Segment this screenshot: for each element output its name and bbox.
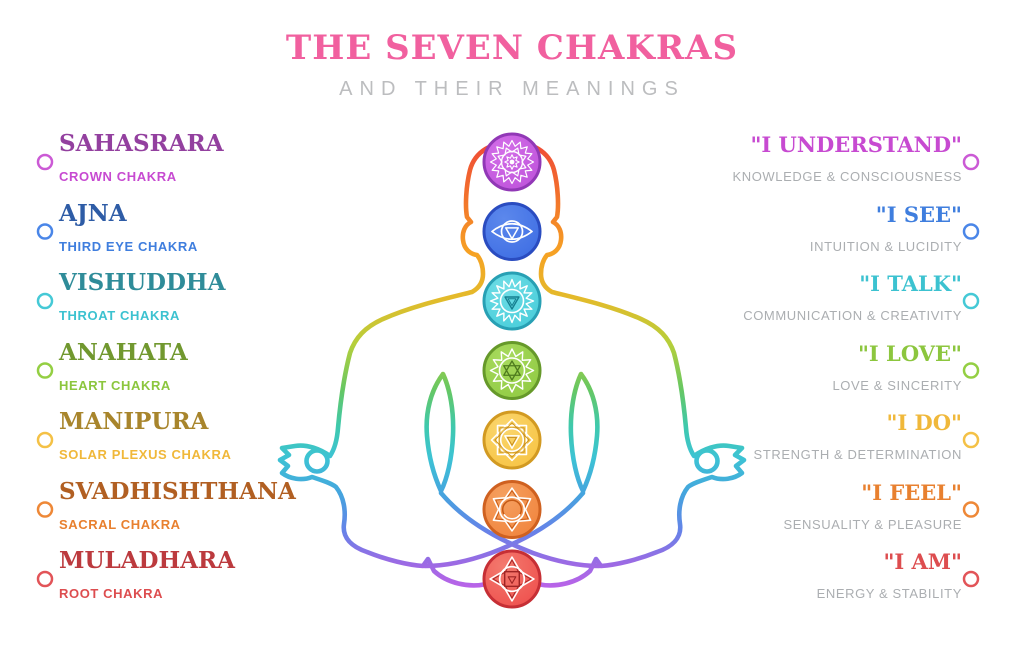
line-end-dot-left-anahata: [36, 362, 54, 379]
figure-arm-gap-left: [424, 371, 456, 494]
line-end-dot-right-anahata: [962, 362, 980, 379]
chakra-medallion-muladhara: [482, 549, 542, 609]
line-end-dot-left-ajna: [36, 223, 54, 240]
chakra-medallions: [482, 132, 542, 609]
line-end-dot-right-ajna: [962, 223, 980, 240]
chakra-medallion-ajna: [482, 202, 542, 261]
page-title: THE SEVEN CHAKRAS: [285, 28, 739, 68]
figure-crossed-shin-left: [438, 490, 602, 569]
line-end-dot-left-manipura: [36, 431, 54, 449]
line-end-dot-left-vishuddha: [36, 292, 54, 310]
mudra-loop-right: [694, 448, 720, 474]
line-end-dot-right-svadhishthana: [962, 501, 980, 518]
chakra-medallion-sahasrara: [482, 132, 542, 192]
line-end-dot-left-muladhara: [36, 570, 54, 588]
line-end-dot-left-svadhishthana: [36, 501, 54, 518]
page-subtitle: AND THEIR MEANINGS: [339, 78, 685, 100]
line-end-dot-left-sahasrara: [36, 153, 54, 171]
line-end-dot-right-vishuddha: [962, 292, 980, 310]
chakra-medallion-vishuddha: [482, 271, 542, 331]
line-end-dot-right-manipura: [962, 431, 980, 449]
mudra-loop-left: [304, 448, 330, 474]
figure-arm-gap-right: [568, 371, 600, 494]
chakra-medallion-anahata: [482, 341, 542, 400]
figure-crossed-shin-right: [422, 490, 586, 569]
chakra-medallion-svadhishthana: [482, 480, 542, 539]
line-end-dot-right-muladhara: [962, 570, 980, 588]
line-end-dot-right-sahasrara: [962, 153, 980, 171]
chakra-medallion-manipura: [482, 410, 542, 470]
